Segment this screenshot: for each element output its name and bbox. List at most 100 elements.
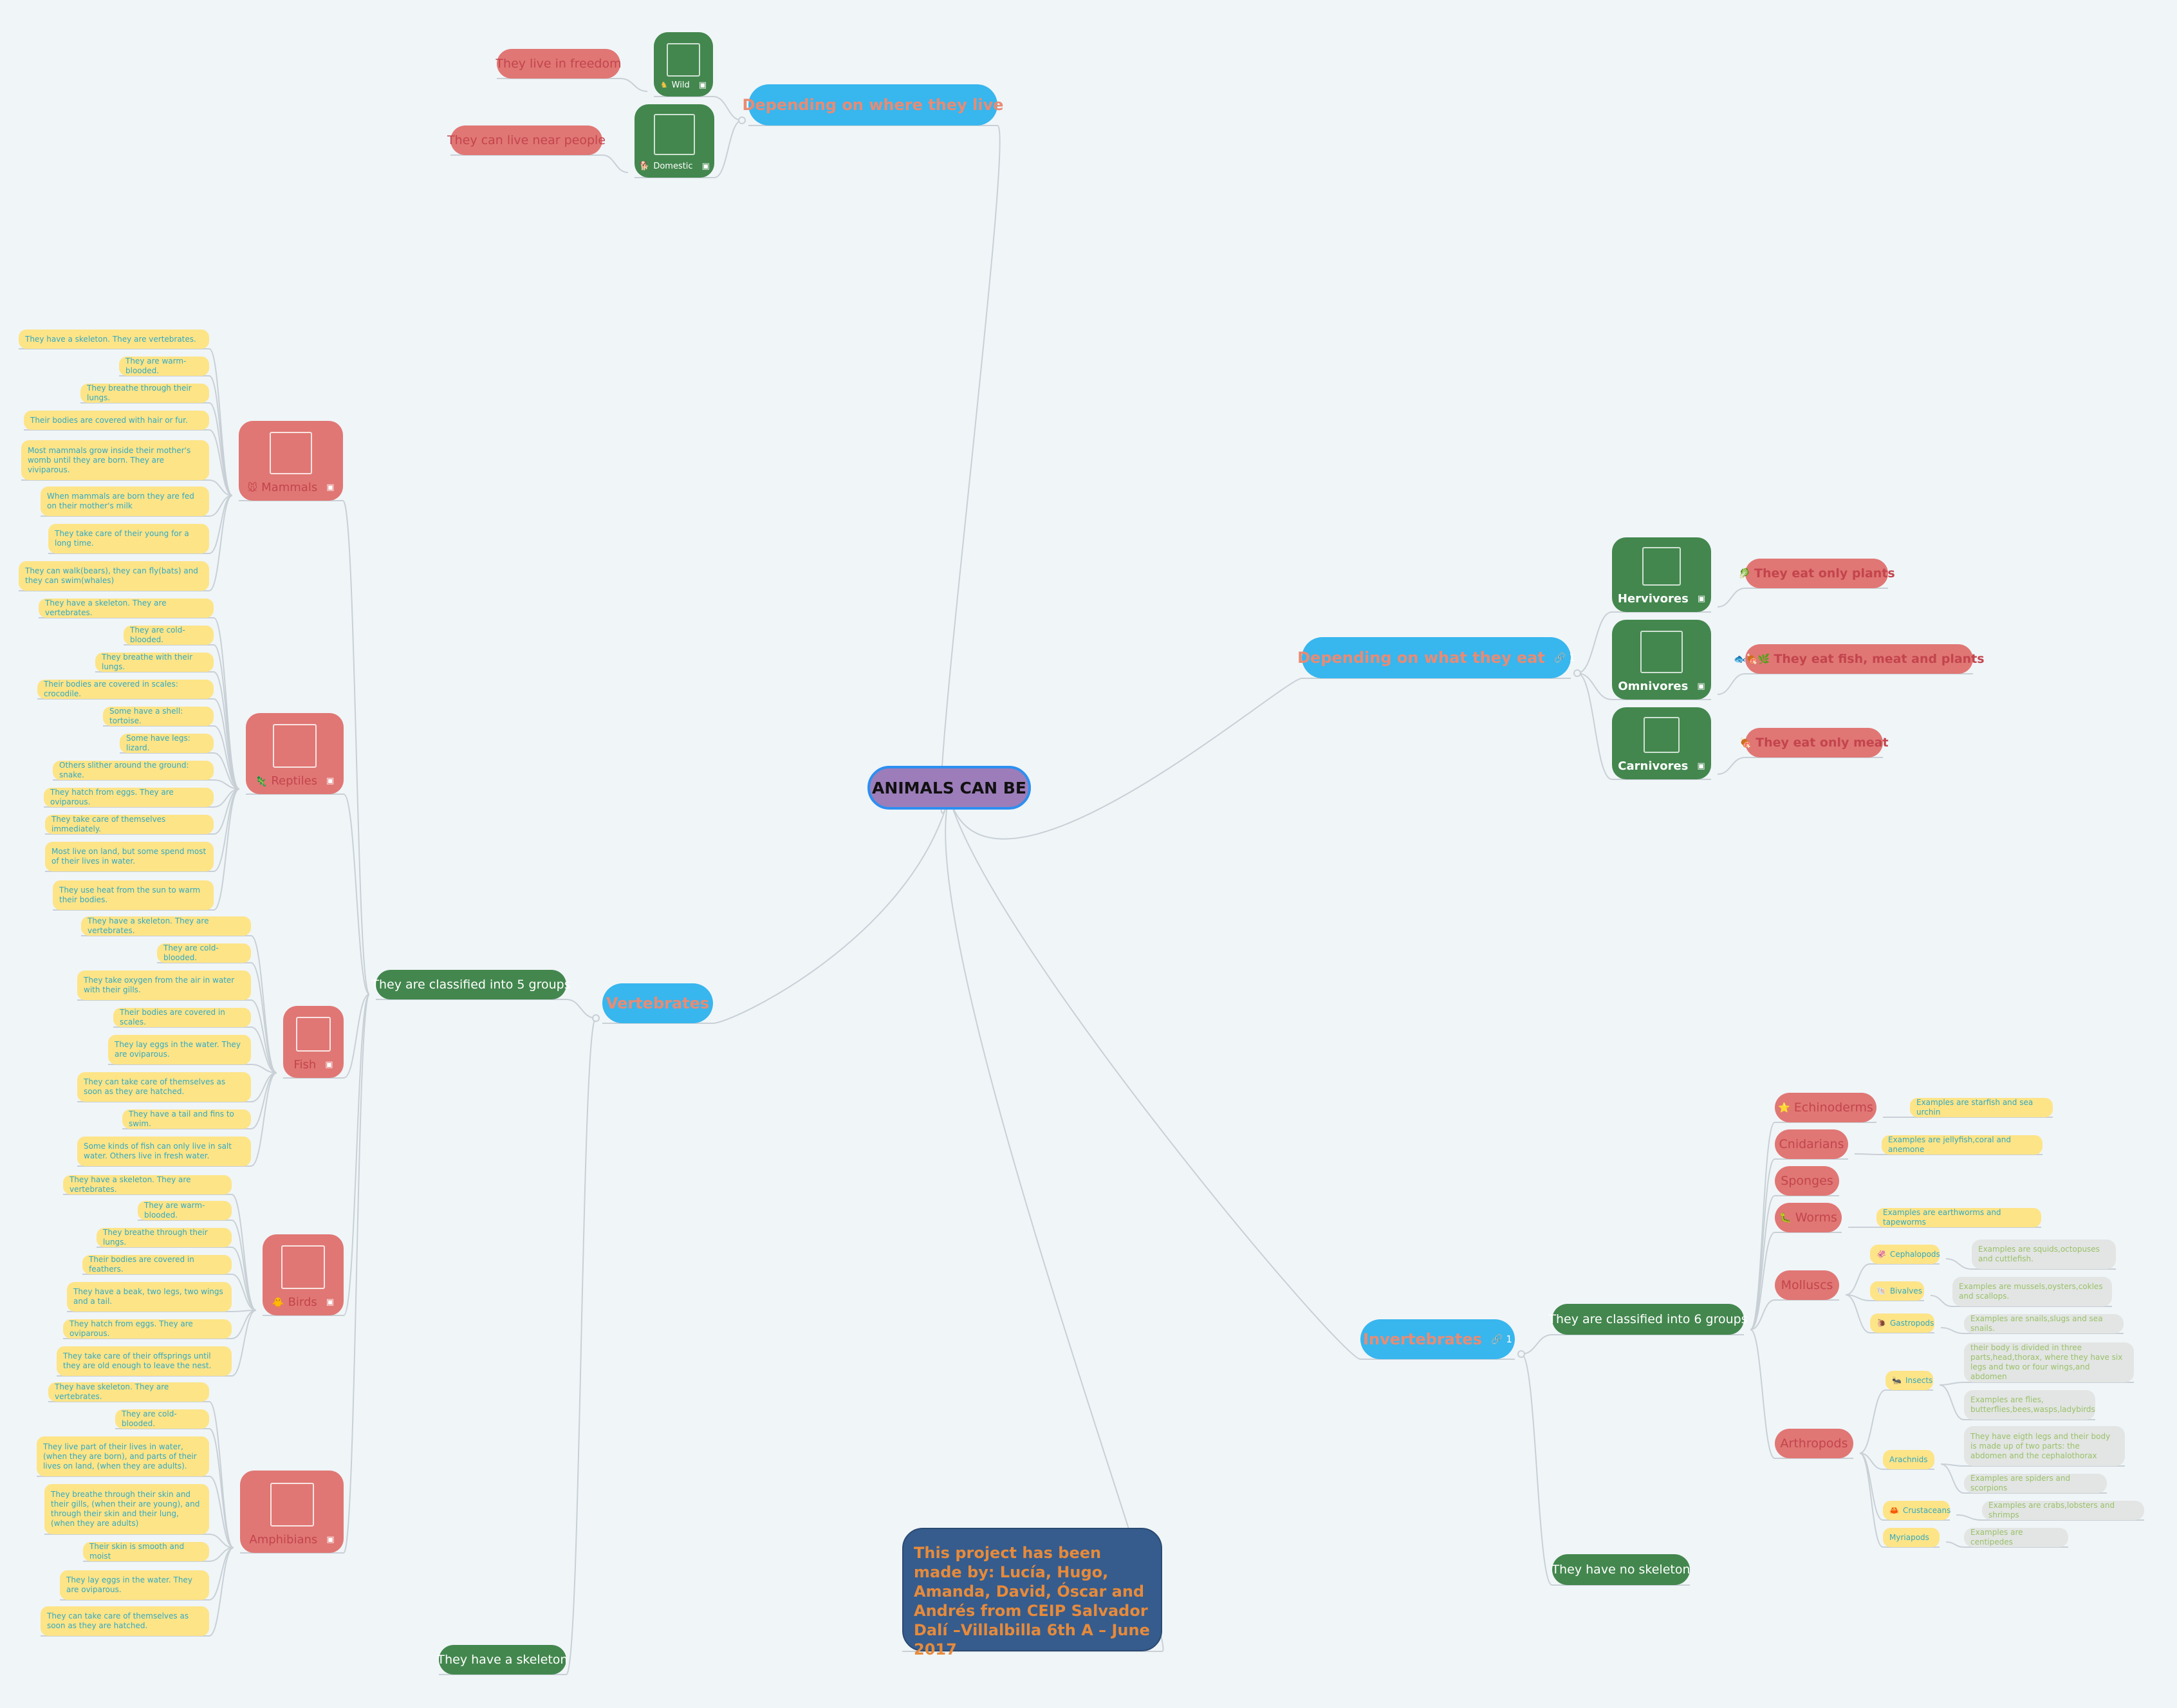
reptiles-fact[interactable]: They are cold-blooded. bbox=[124, 626, 214, 645]
reptiles-fact[interactable]: They breathe with their lungs. bbox=[95, 653, 214, 672]
birds-fact[interactable]: They hatch from eggs. They are oviparous… bbox=[63, 1319, 232, 1339]
myriapods-node[interactable]: Myriapods bbox=[1883, 1528, 1940, 1547]
amphibians-fact[interactable]: They have skeleton. They are vertebrates… bbox=[48, 1382, 209, 1402]
vertebrates-five-groups[interactable]: They are classified into 5 groups bbox=[371, 970, 571, 999]
domestic-description[interactable]: They can live near people bbox=[447, 125, 606, 155]
amphibians-fact[interactable]: They are cold-blooded. bbox=[115, 1409, 209, 1429]
central-topic[interactable]: ANIMALS CAN BE bbox=[867, 766, 1031, 810]
central-topic-label: ANIMALS CAN BE bbox=[872, 778, 1026, 797]
omnivores-description[interactable]: 🐟🍖🌿They eat fish, meat and plants bbox=[1734, 644, 1985, 674]
mammals-fact[interactable]: They can walk(bears), they can fly(bats)… bbox=[19, 561, 209, 591]
crustaceans-example[interactable]: Examples are crabs,lobsters and shrimps bbox=[1982, 1501, 2144, 1520]
amphibians-card[interactable]: Amphibians▣ bbox=[240, 1471, 344, 1553]
cephalopods-node[interactable]: 🦑Cephalopods bbox=[1870, 1245, 1940, 1264]
cephalopods-example[interactable]: Examples are squids,octopuses and cuttle… bbox=[1972, 1239, 2116, 1269]
fish-fact[interactable]: Some kinds of fish can only live in salt… bbox=[77, 1137, 251, 1166]
branch-what-they-eat[interactable]: Depending on what they eat🔗 1 bbox=[1297, 637, 1575, 678]
arachnids-node[interactable]: Arachnids bbox=[1883, 1450, 1934, 1469]
fish-fact[interactable]: They have a skeleton. They are vertebrat… bbox=[81, 916, 251, 936]
mammals-fact[interactable]: When mammals are born they are fed on th… bbox=[41, 487, 209, 516]
reptiles-fact[interactable]: Their bodies are covered in scales: croc… bbox=[37, 680, 214, 699]
fish-fact-text: They can take care of themselves as soon… bbox=[84, 1077, 226, 1096]
echinoderms-example[interactable]: Examples are starfish and sea urchin bbox=[1910, 1098, 2053, 1117]
arachnids-example[interactable]: Examples are spiders and scorpions bbox=[1964, 1474, 2107, 1493]
amphibians-fact[interactable]: They lay eggs in the water. They are ovi… bbox=[60, 1570, 209, 1600]
omnivores-card[interactable]: Omnivores▣ bbox=[1612, 620, 1711, 700]
crustaceans-example-text: Examples are crabs,lobsters and shrimps bbox=[1988, 1501, 2115, 1519]
insects-description[interactable]: their body is divided in three parts,hea… bbox=[1964, 1342, 2134, 1382]
fish-fact[interactable]: They can take care of themselves as soon… bbox=[77, 1072, 251, 1102]
herbivores-description[interactable]: 🥬They eat only plants bbox=[1738, 559, 1895, 588]
bivalves-node[interactable]: 🐚Bivalves bbox=[1870, 1281, 1924, 1301]
credit-note[interactable]: This project has been made by: Lucía, Hu… bbox=[902, 1528, 1162, 1658]
worms-node[interactable]: 🐛Worms bbox=[1775, 1203, 1842, 1232]
arthropods-node[interactable]: Arthropods bbox=[1775, 1429, 1853, 1458]
crustaceans-node[interactable]: 🦀Crustaceans bbox=[1883, 1501, 1950, 1520]
mammals-fact[interactable]: They are warm-blooded. bbox=[119, 357, 209, 376]
gastropods-example[interactable]: Examples are snails,slugs and sea snails… bbox=[1964, 1314, 2124, 1333]
gastropods-node[interactable]: 🐌Gastropods bbox=[1870, 1313, 1934, 1333]
birds-fact[interactable]: They have a beak, two legs, two wings an… bbox=[67, 1282, 232, 1312]
mammals-label: Mammals bbox=[261, 481, 318, 494]
mammals-fact[interactable]: They take care of their young for a long… bbox=[48, 524, 209, 553]
insects-example[interactable]: Examples are flies, butterflies,bees,was… bbox=[1964, 1390, 2095, 1420]
fish-fact[interactable]: They have a tail and fins to swim. bbox=[122, 1109, 251, 1129]
reptiles-fact[interactable]: They hatch from eggs. They are oviparous… bbox=[44, 788, 214, 807]
wild-card[interactable]: ♞Wild▣ bbox=[654, 32, 713, 97]
molluscs-node[interactable]: Molluscs bbox=[1775, 1270, 1839, 1300]
birds-fact[interactable]: They are warm-blooded. bbox=[138, 1201, 232, 1220]
myriapods-example[interactable]: Examples are centipedes bbox=[1964, 1528, 2068, 1547]
bivalves-example[interactable]: Examples are mussels,oysters,cokles and … bbox=[1952, 1277, 2112, 1306]
invertebrates-six-groups[interactable]: They are classified into 6 groups bbox=[1548, 1304, 1748, 1335]
carnivores-card[interactable]: Carnivores▣ bbox=[1612, 707, 1711, 779]
birds-card[interactable]: 🐥Birds▣ bbox=[263, 1234, 344, 1315]
carnivores-description[interactable]: 🍖They eat only meat bbox=[1739, 728, 1889, 757]
reptiles-card[interactable]: 🦎Reptiles▣ bbox=[246, 713, 344, 794]
fish-fact[interactable]: They are cold-blooded. bbox=[157, 943, 251, 963]
sponges-node[interactable]: Sponges bbox=[1775, 1166, 1839, 1196]
domestic-card[interactable]: 🐕Domestic▣ bbox=[635, 104, 714, 178]
mammals-fact[interactable]: They have a skeleton. They are vertebrat… bbox=[19, 330, 209, 349]
amphibians-fact[interactable]: They can take care of themselves as soon… bbox=[41, 1606, 209, 1636]
mammals-image bbox=[270, 432, 312, 474]
cnidarians-example[interactable]: Examples are jellyfish,coral and anemone bbox=[1882, 1135, 2043, 1155]
branch-invertebrates[interactable]: Invertebrates🔗 1 bbox=[1360, 1319, 1515, 1359]
cnidarians-node[interactable]: Cnidarians bbox=[1775, 1129, 1848, 1159]
reptiles-fact[interactable]: They have a skeleton. They are vertebrat… bbox=[39, 599, 214, 618]
amphibians-fact[interactable]: They breathe through their skin and thei… bbox=[44, 1484, 209, 1534]
birds-fact[interactable]: Their bodies are covered in feathers. bbox=[82, 1255, 232, 1274]
reptiles-fact[interactable]: Some have legs: lizard. bbox=[120, 734, 214, 753]
worms-example[interactable]: Examples are earthworms and tapeworms bbox=[1876, 1208, 2041, 1227]
birds-fact[interactable]: They take care of their offsprings until… bbox=[57, 1346, 232, 1376]
reptiles-fact[interactable]: They take care of themselves immediately… bbox=[45, 815, 214, 834]
reptiles-fact[interactable]: Most live on land, but some spend most o… bbox=[45, 842, 214, 871]
herbivores-card[interactable]: Hervivores▣ bbox=[1612, 537, 1711, 612]
mammals-fact[interactable]: Their bodies are covered with hair or fu… bbox=[24, 411, 209, 430]
insects-node[interactable]: 🐜Insects bbox=[1885, 1371, 1933, 1390]
cephalopods-label: Cephalopods bbox=[1889, 1249, 1940, 1259]
bird-icon: 🐥 bbox=[272, 1296, 284, 1308]
reptiles-fact[interactable]: Some have a shell: tortoise. bbox=[103, 707, 214, 726]
branch-where-they-live[interactable]: Depending on where they live bbox=[743, 84, 1003, 125]
echinoderms-node[interactable]: ⭐Echinoderms bbox=[1775, 1093, 1876, 1122]
wild-description[interactable]: They live in freedom bbox=[496, 49, 622, 79]
amphibians-fact[interactable]: They live part of their lives in water, … bbox=[37, 1436, 209, 1476]
mammals-fact[interactable]: Most mammals grow inside their mother's … bbox=[21, 440, 209, 480]
branch-vertebrates[interactable]: Vertebrates bbox=[602, 983, 713, 1023]
fish-fact[interactable]: They take oxygen from the air in water w… bbox=[77, 970, 251, 1000]
reptiles-fact[interactable]: They use heat from the sun to warm their… bbox=[53, 880, 214, 910]
fish-card[interactable]: Fish▣ bbox=[283, 1006, 344, 1078]
amphibians-fact[interactable]: Their skin is smooth and moist bbox=[83, 1542, 209, 1561]
vertebrates-skeleton[interactable]: They have a skeleton bbox=[438, 1645, 568, 1675]
reptiles-fact[interactable]: Others slither around the ground: snake. bbox=[53, 761, 214, 780]
birds-fact[interactable]: They have a skeleton. They are vertebrat… bbox=[63, 1175, 232, 1194]
link-count: 1 bbox=[1506, 1333, 1512, 1345]
mammals-fact-text: They breathe through their lungs. bbox=[87, 384, 192, 402]
arachnids-description[interactable]: They have eigth legs and their body is m… bbox=[1964, 1426, 2125, 1466]
fish-fact[interactable]: They lay eggs in the water. They are ovi… bbox=[108, 1035, 251, 1064]
birds-fact[interactable]: They breathe through their lungs. bbox=[97, 1228, 232, 1247]
mammals-card[interactable]: 🐭Mammals▣ bbox=[239, 421, 343, 501]
fish-fact[interactable]: Their bodies are covered in scales. bbox=[113, 1008, 251, 1027]
mammals-fact[interactable]: They breathe through their lungs. bbox=[80, 384, 209, 403]
invertebrates-no-skeleton[interactable]: They have no skeleton bbox=[1552, 1554, 1691, 1585]
